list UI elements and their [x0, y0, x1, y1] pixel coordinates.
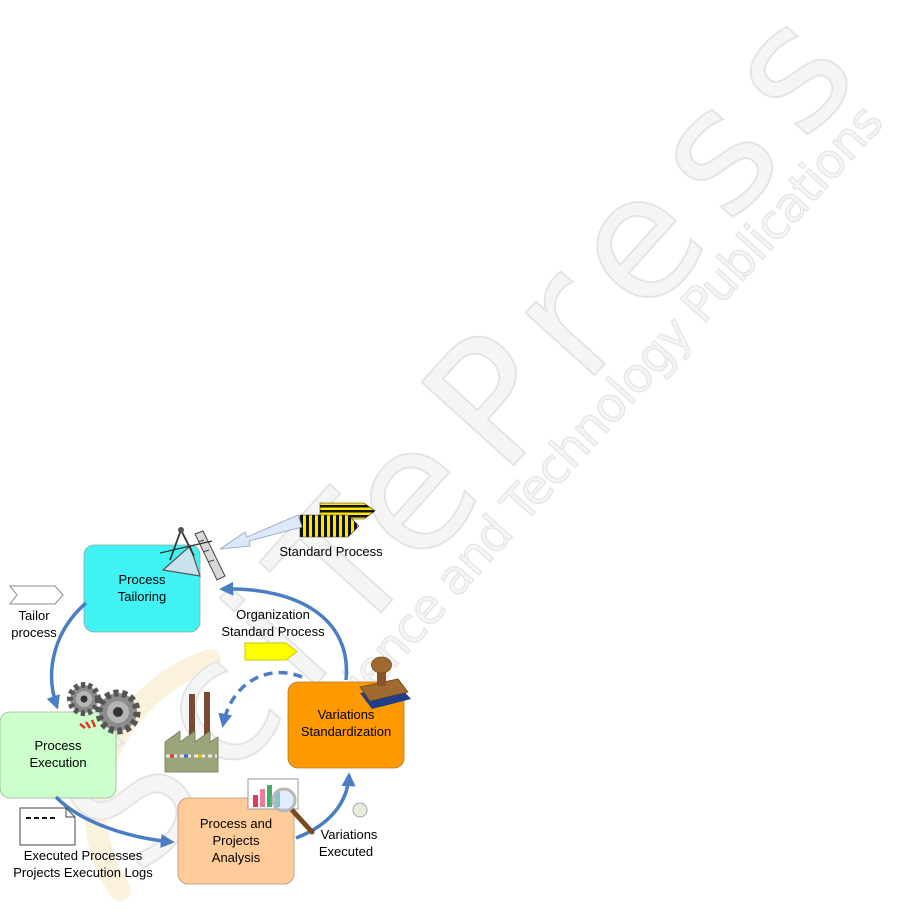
node-label: Variations: [318, 707, 375, 722]
yellow-process-arrow-icon: [245, 643, 297, 660]
gears-icon: [70, 685, 137, 731]
node-label: Projects: [213, 833, 260, 848]
watermark-title: SciTePress: [23, 0, 893, 907]
standard-process-label: Standard Process: [279, 544, 383, 559]
variations-executed-label: Variations: [321, 827, 378, 842]
document-icon: [20, 808, 75, 845]
org-standard-process-label: Organization: [236, 607, 310, 622]
tailor-process-label: process: [11, 625, 57, 640]
tailor-process-label: Tailor: [18, 608, 50, 623]
watermark: SciTePress Science and Technology Public…: [23, 0, 894, 907]
node-label: Standardization: [301, 724, 391, 739]
node-label: Process: [35, 738, 82, 753]
circle-icon: [353, 803, 367, 817]
execution-logs-label: Projects Execution Logs: [13, 865, 153, 880]
node-label: Execution: [29, 755, 86, 770]
chevron-process-icon: [10, 586, 63, 604]
node-label: Tailoring: [118, 589, 166, 604]
variations-executed-label: Executed: [319, 844, 373, 859]
node-label: Process and: [200, 816, 272, 831]
node-process-analysis: Process and Projects Analysis: [178, 798, 294, 884]
executed-processes-label: Executed Processes: [24, 848, 143, 863]
node-process-execution: Process Execution: [0, 712, 116, 798]
node-label: Process: [119, 572, 166, 587]
org-standard-process-label: Standard Process: [221, 624, 325, 639]
node-label: Analysis: [212, 850, 261, 865]
